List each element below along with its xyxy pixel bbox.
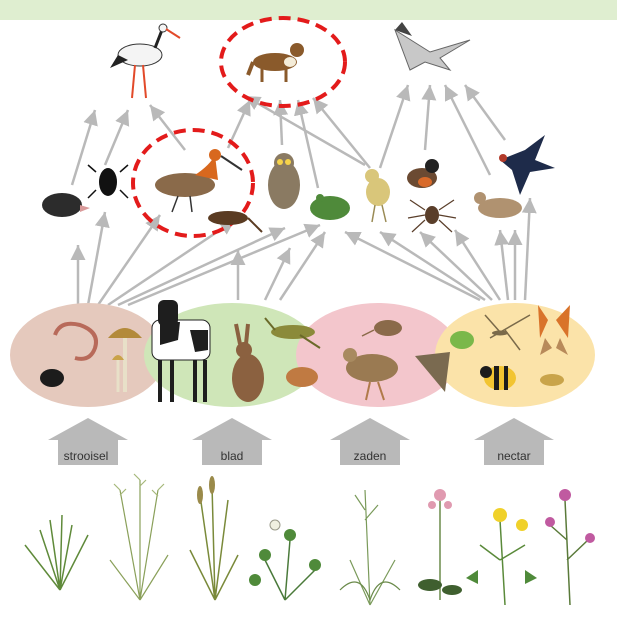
clover-icon bbox=[249, 520, 321, 600]
weasel-icon bbox=[248, 43, 304, 82]
spider-icon bbox=[408, 200, 456, 232]
litter-label: strooisel bbox=[64, 449, 109, 463]
hoverfly-icon bbox=[540, 374, 564, 386]
valerian-icon bbox=[418, 489, 462, 600]
grass-tuft-icon bbox=[25, 515, 88, 590]
nectar-ellipse bbox=[435, 303, 595, 407]
chick-icon bbox=[365, 169, 390, 222]
beetle-icon bbox=[88, 165, 128, 198]
buttercup-icon bbox=[466, 508, 537, 605]
mole-icon bbox=[42, 193, 90, 217]
leaf-label: blad bbox=[221, 449, 244, 463]
stonechat-icon bbox=[407, 159, 439, 188]
swallow-icon bbox=[499, 135, 555, 195]
stork-icon bbox=[110, 24, 180, 98]
godwit-icon bbox=[155, 149, 242, 212]
herb-icon bbox=[340, 490, 400, 605]
bent-grass-icon bbox=[110, 474, 168, 600]
litter-arrow: strooisel bbox=[48, 418, 128, 465]
nectar-arrow: nectar bbox=[474, 418, 554, 465]
owl-icon bbox=[268, 153, 300, 209]
vole-icon bbox=[286, 367, 318, 387]
frog-icon bbox=[310, 194, 350, 220]
dung-beetle-icon bbox=[40, 369, 64, 387]
seeds-label: zaden bbox=[354, 449, 387, 463]
lark-icon bbox=[474, 192, 522, 218]
seeds-arrow: zaden bbox=[330, 418, 410, 465]
sedge-icon bbox=[190, 476, 238, 600]
harrier-icon bbox=[395, 22, 470, 70]
shrew-icon bbox=[208, 211, 262, 232]
leaf-arrow: blad bbox=[192, 418, 272, 465]
nectar-label: nectar bbox=[497, 449, 530, 463]
ragged-robin-icon bbox=[545, 489, 595, 605]
aphid-icon bbox=[450, 331, 474, 349]
